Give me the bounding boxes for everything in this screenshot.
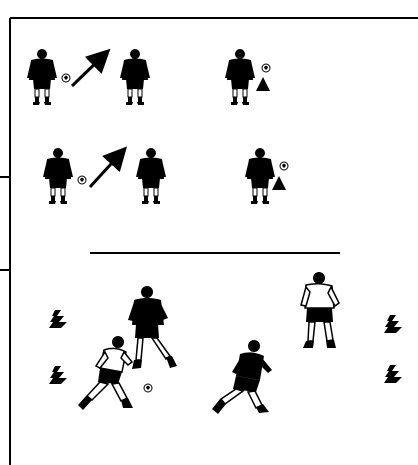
drill-row-2 — [43, 148, 288, 204]
player-passer — [27, 49, 57, 105]
player-dark-1 — [128, 286, 177, 369]
drill-row-1 — [27, 49, 270, 105]
player-receiver — [136, 148, 166, 204]
player-passer — [43, 148, 73, 204]
border — [0, 18, 418, 465]
ball — [62, 74, 70, 82]
cone — [256, 77, 270, 91]
player-white-2 — [301, 272, 339, 348]
ball — [144, 384, 152, 392]
cone — [384, 315, 402, 333]
cone — [49, 366, 67, 384]
player-receiver — [120, 49, 150, 105]
cone — [272, 176, 286, 190]
ball — [280, 162, 288, 170]
small-sided-game — [49, 272, 402, 414]
player-dribbler — [245, 148, 275, 204]
cone — [49, 310, 67, 328]
player-dark-2 — [212, 340, 272, 414]
pass-arrow — [72, 55, 104, 86]
cone — [384, 365, 402, 383]
pass-arrow — [90, 153, 121, 187]
player-dribbler — [225, 49, 255, 105]
player-white-1 — [78, 336, 133, 410]
ball — [78, 176, 86, 184]
ball — [262, 64, 270, 72]
